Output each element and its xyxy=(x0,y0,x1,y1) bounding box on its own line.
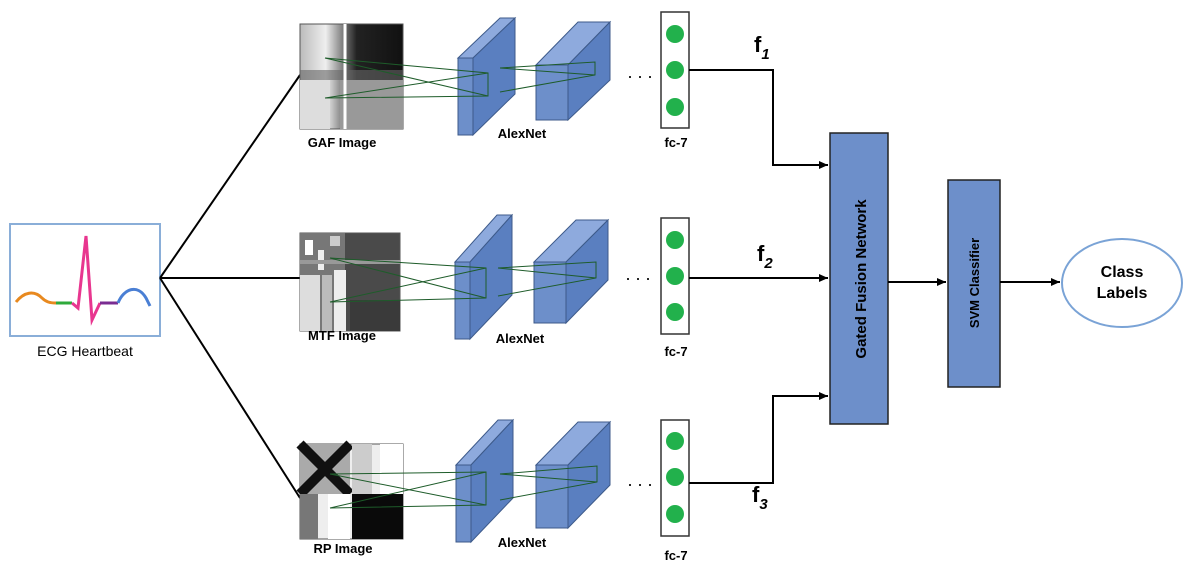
gaf-fc7-label: fc-7 xyxy=(664,135,687,150)
fc7-node xyxy=(666,267,684,285)
class-labels-line2: Labels xyxy=(1097,285,1148,302)
rp-alexnet-label: AlexNet xyxy=(498,535,547,550)
rp-fc7-label: fc-7 xyxy=(664,548,687,563)
fusion-arrows xyxy=(689,69,828,484)
mtf-alexnet-label: AlexNet xyxy=(496,331,545,346)
fc7-node xyxy=(666,468,684,486)
rp-image xyxy=(296,440,404,540)
fc7-node xyxy=(666,98,684,116)
rp-fc7 xyxy=(660,419,690,537)
feature-f2: f2 xyxy=(757,241,773,272)
class-labels-line1: Class xyxy=(1101,264,1144,281)
gaf-alexnet-label: AlexNet xyxy=(498,126,547,141)
fanout-lines xyxy=(159,74,301,499)
branch-gaf: GAF Image AlexNet . . . fc-7 f1 xyxy=(299,11,770,150)
arrow-f1 xyxy=(689,69,828,169)
mtf-fc7 xyxy=(660,217,690,335)
class-labels-node: Class Labels xyxy=(1061,238,1183,328)
branch-mtf: MTF Image AlexNet . . . fc-7 f2 xyxy=(299,213,773,359)
mtf-image-label: MTF Image xyxy=(308,328,376,343)
rp-alexnet xyxy=(329,418,612,544)
fc7-node xyxy=(666,505,684,523)
gated-fusion-block: Gated Fusion Network xyxy=(829,132,889,425)
mtf-image xyxy=(299,232,401,332)
fc7-node xyxy=(666,61,684,79)
fc7-node xyxy=(666,432,684,450)
svm-classifier-label: SVM Classifier xyxy=(967,238,982,328)
ecg-t-wave xyxy=(116,287,152,307)
fc7-node xyxy=(666,231,684,249)
arrow-f3 xyxy=(689,392,828,484)
ecg-label: ECG Heartbeat xyxy=(37,343,133,359)
mtf-alexnet xyxy=(329,213,610,341)
gated-fusion-label: Gated Fusion Network xyxy=(853,199,870,359)
mtf-ellipsis: . . . xyxy=(625,264,650,284)
gaf-image xyxy=(299,23,404,130)
gaf-ellipsis: . . . xyxy=(627,62,652,82)
mtf-fc7-label: fc-7 xyxy=(664,344,687,359)
fc7-node xyxy=(666,25,684,43)
fc7-node xyxy=(666,303,684,321)
feature-f1: f1 xyxy=(754,32,770,63)
gaf-fc7 xyxy=(660,11,690,129)
rp-ellipsis: . . . xyxy=(627,470,652,490)
feature-f3: f3 xyxy=(752,482,768,513)
gaf-alexnet xyxy=(324,16,612,137)
line-to-gaf xyxy=(159,74,301,279)
line-to-rp xyxy=(159,277,301,499)
ecg-input: ECG Heartbeat xyxy=(9,223,161,359)
branch-rp: RP Image AlexNet . . . fc-7 f3 xyxy=(296,418,768,563)
ecg-qrs-complex xyxy=(71,235,102,326)
ecg-p-wave xyxy=(14,291,70,305)
svm-classifier-block: SVM Classifier xyxy=(947,179,1001,388)
gaf-image-label: GAF Image xyxy=(308,135,377,150)
rp-image-label: RP Image xyxy=(313,541,372,556)
